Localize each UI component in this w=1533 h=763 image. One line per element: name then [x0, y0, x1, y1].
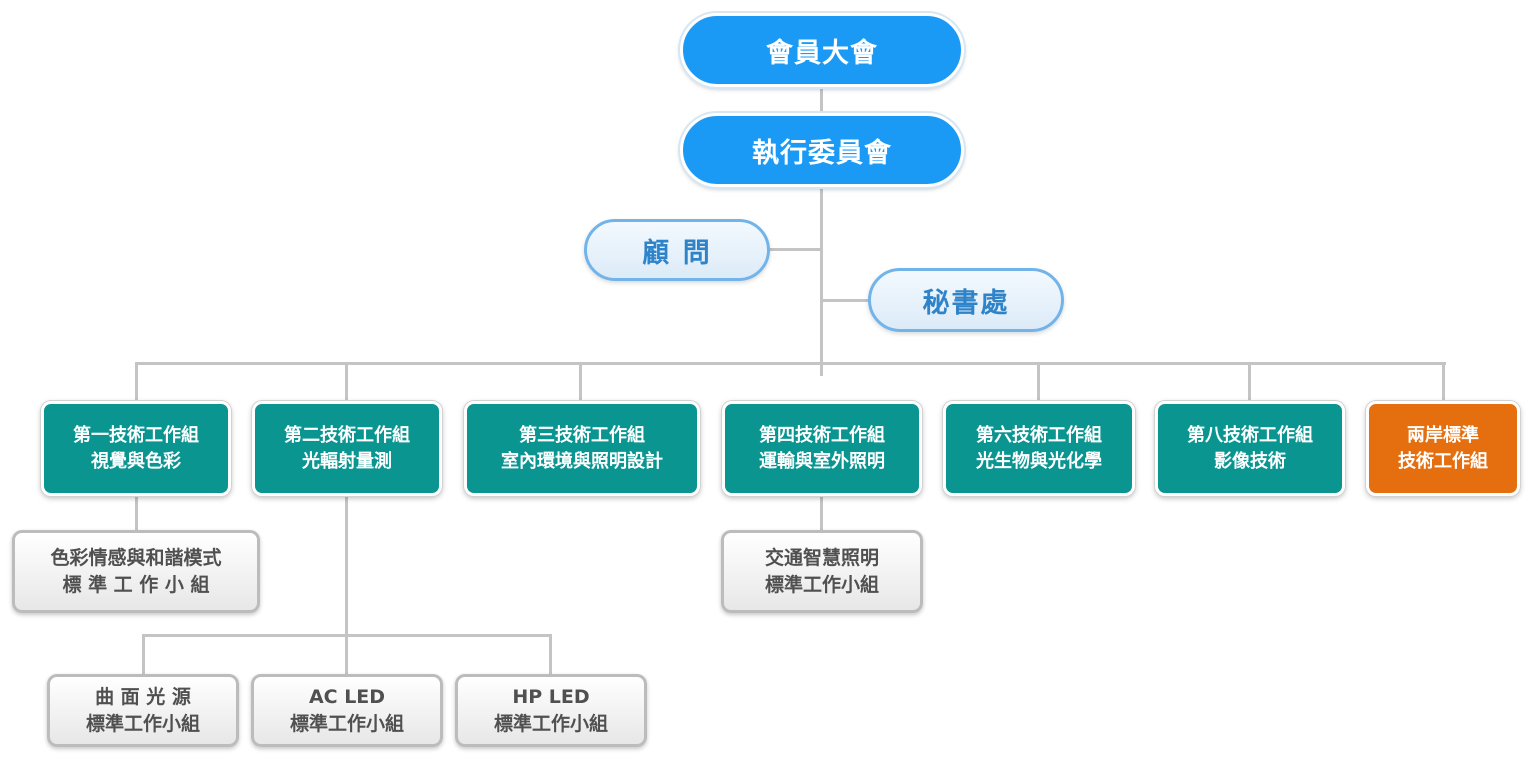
connector-line [820, 494, 823, 532]
subgroup-subtitle: 標準工作小組 [289, 712, 404, 735]
working-group-subtitle: 視覺與色彩 [91, 450, 181, 472]
working-group-subtitle: 運輸與室外照明 [759, 450, 885, 472]
subgroup-title: HP LED [512, 685, 590, 708]
working-group-title: 第四技術工作組 [759, 424, 885, 446]
ac-led-subgroup: AC LED 標準工作小組 [251, 674, 443, 747]
connector-line [1248, 362, 1251, 404]
hp-led-subgroup: HP LED 標準工作小組 [455, 674, 647, 747]
connector-line [1442, 362, 1445, 404]
traffic-lighting-subgroup: 交通智慧照明 標準工作小組 [721, 530, 923, 613]
secretariat-label: 秘書處 [922, 287, 1010, 319]
working-group-subtitle: 光輻射量測 [302, 450, 392, 472]
subgroup-subtitle: 標準工作小組 [85, 712, 200, 735]
working-group-3: 第三技術工作組 室內環境與照明設計 [464, 401, 700, 496]
executive-committee-label: 執行委員會 [752, 137, 892, 169]
connector-line [579, 362, 582, 404]
working-group-1: 第一技術工作組 視覺與色彩 [41, 401, 231, 496]
working-group-subtitle: 光生物與光化學 [976, 450, 1102, 472]
working-group-title: 兩岸標準 [1407, 424, 1479, 446]
connector-line [345, 494, 348, 676]
subgroup-title: 曲 面 光 源 [95, 685, 191, 708]
working-group-title: 第一技術工作組 [73, 424, 199, 446]
working-group-8: 第八技術工作組 影像技術 [1155, 401, 1345, 496]
working-group-title: 第二技術工作組 [284, 424, 410, 446]
advisor-label: 顧 問 [642, 237, 712, 269]
connector-line [345, 362, 348, 404]
subgroup-subtitle: 標 準 工 作 小 組 [62, 573, 210, 596]
executive-committee-node: 執行委員會 [680, 113, 964, 187]
subgroup-subtitle: 標準工作小組 [764, 573, 879, 596]
working-group-title: 第六技術工作組 [976, 424, 1102, 446]
general-assembly-label: 會員大會 [766, 37, 878, 69]
working-group-subtitle: 影像技術 [1214, 450, 1286, 472]
connector-line [1037, 362, 1040, 404]
connector-line [135, 494, 138, 532]
connector-line [135, 362, 1446, 365]
advisor-node: 顧 問 [584, 219, 770, 281]
connector-line [135, 362, 138, 404]
color-emotion-subgroup: 色彩情感與和諧模式 標 準 工 作 小 組 [12, 530, 260, 613]
connector-line [142, 634, 552, 637]
working-group-2: 第二技術工作組 光輻射量測 [252, 401, 442, 496]
connector-line [768, 248, 822, 251]
connector-line [822, 299, 870, 302]
connector-line [549, 634, 552, 676]
working-group-subtitle: 室內環境與照明設計 [501, 450, 663, 472]
subgroup-title: 色彩情感與和諧模式 [50, 546, 222, 569]
working-group-subtitle: 技術工作組 [1398, 450, 1488, 472]
working-group-4: 第四技術工作組 運輸與室外照明 [722, 401, 922, 496]
subgroup-title: 交通智慧照明 [764, 546, 879, 569]
connector-line [820, 86, 823, 376]
connector-line [142, 634, 145, 676]
secretariat-node: 秘書處 [868, 268, 1064, 332]
subgroup-title: AC LED [308, 685, 386, 708]
working-group-title: 第八技術工作組 [1187, 424, 1313, 446]
working-group-title: 第三技術工作組 [519, 424, 645, 446]
cross-strait-standards-group: 兩岸標準 技術工作組 [1366, 401, 1520, 496]
curved-light-source-subgroup: 曲 面 光 源 標準工作小組 [47, 674, 239, 747]
subgroup-subtitle: 標準工作小組 [493, 712, 608, 735]
general-assembly-node: 會員大會 [680, 13, 964, 87]
working-group-6: 第六技術工作組 光生物與光化學 [943, 401, 1135, 496]
